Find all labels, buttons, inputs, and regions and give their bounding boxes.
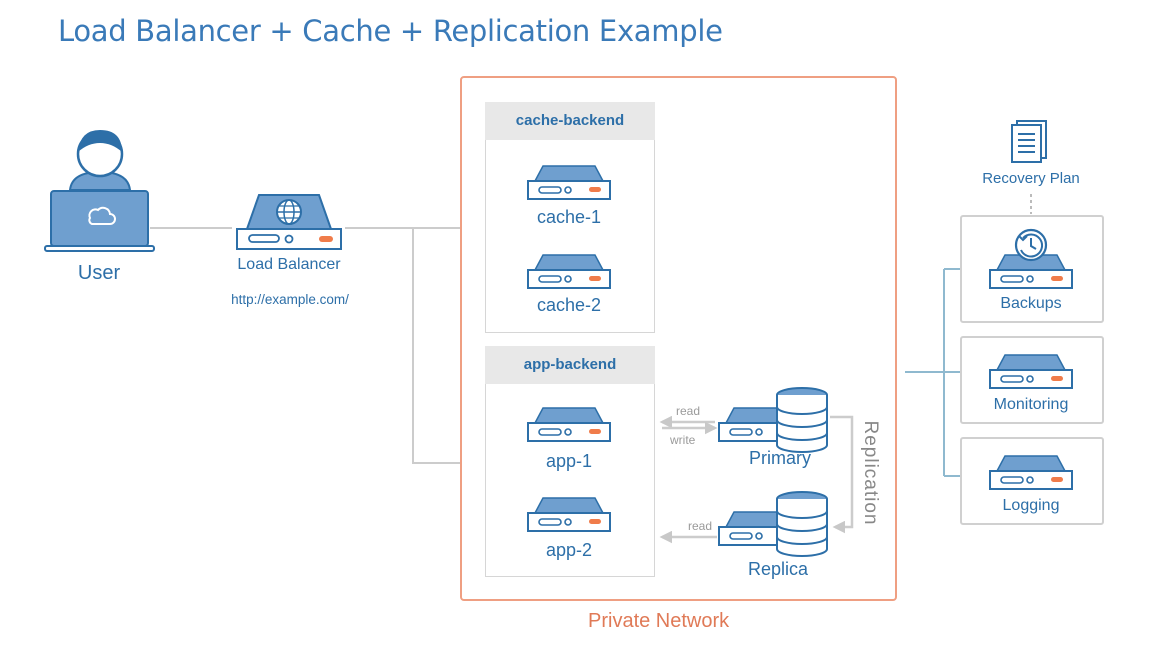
diagram-title: Load Balancer + Cache + Replication Exam…	[58, 14, 723, 48]
read-write-arrows	[659, 415, 718, 544]
laptop-user-icon	[44, 130, 155, 252]
primary-label: Primary	[749, 448, 811, 468]
logging-label: Logging	[1002, 497, 1060, 514]
app-2-server-icon	[527, 497, 611, 532]
load-balancer-url: http://example.com/	[231, 292, 349, 307]
replication-arrow	[830, 415, 854, 534]
app-1-server-icon	[527, 407, 611, 442]
cache-backend-header: cache-backend	[485, 102, 655, 140]
cache-1-server-icon	[527, 165, 611, 200]
globe-server-icon	[236, 194, 342, 250]
cache-backend-group	[485, 102, 655, 333]
private-network-frame	[460, 76, 897, 601]
backups-label: Backups	[1000, 295, 1062, 312]
read-edge-label-replica: read	[688, 519, 713, 533]
replication-label: Replication	[860, 420, 881, 526]
app-backend-header: app-backend	[485, 346, 655, 384]
recovery-plan-label: Recovery Plan	[982, 170, 1080, 187]
services-connector	[905, 268, 960, 477]
backup-server-icon	[989, 228, 1073, 289]
monitoring-server-icon	[989, 354, 1073, 389]
private-network-label: Private Network	[588, 610, 730, 632]
document-icon	[1011, 120, 1047, 163]
monitoring-label: Monitoring	[993, 396, 1069, 413]
read-edge-label-primary: read	[676, 404, 701, 418]
app-backend-group	[485, 346, 655, 577]
logging-server-icon	[989, 455, 1073, 490]
load-balancer-label: Load Balancer	[237, 256, 341, 273]
replica-label: Replica	[747, 559, 809, 579]
write-edge-label-primary: write	[670, 433, 696, 447]
connector-lines	[150, 227, 460, 464]
cache-2-label: cache-2	[536, 295, 602, 315]
cache-1-label: cache-1	[536, 207, 602, 227]
app-2-label: app-2	[545, 540, 593, 560]
cache-2-server-icon	[527, 254, 611, 289]
app-1-label: app-1	[545, 451, 593, 471]
user-label: User	[77, 262, 121, 284]
